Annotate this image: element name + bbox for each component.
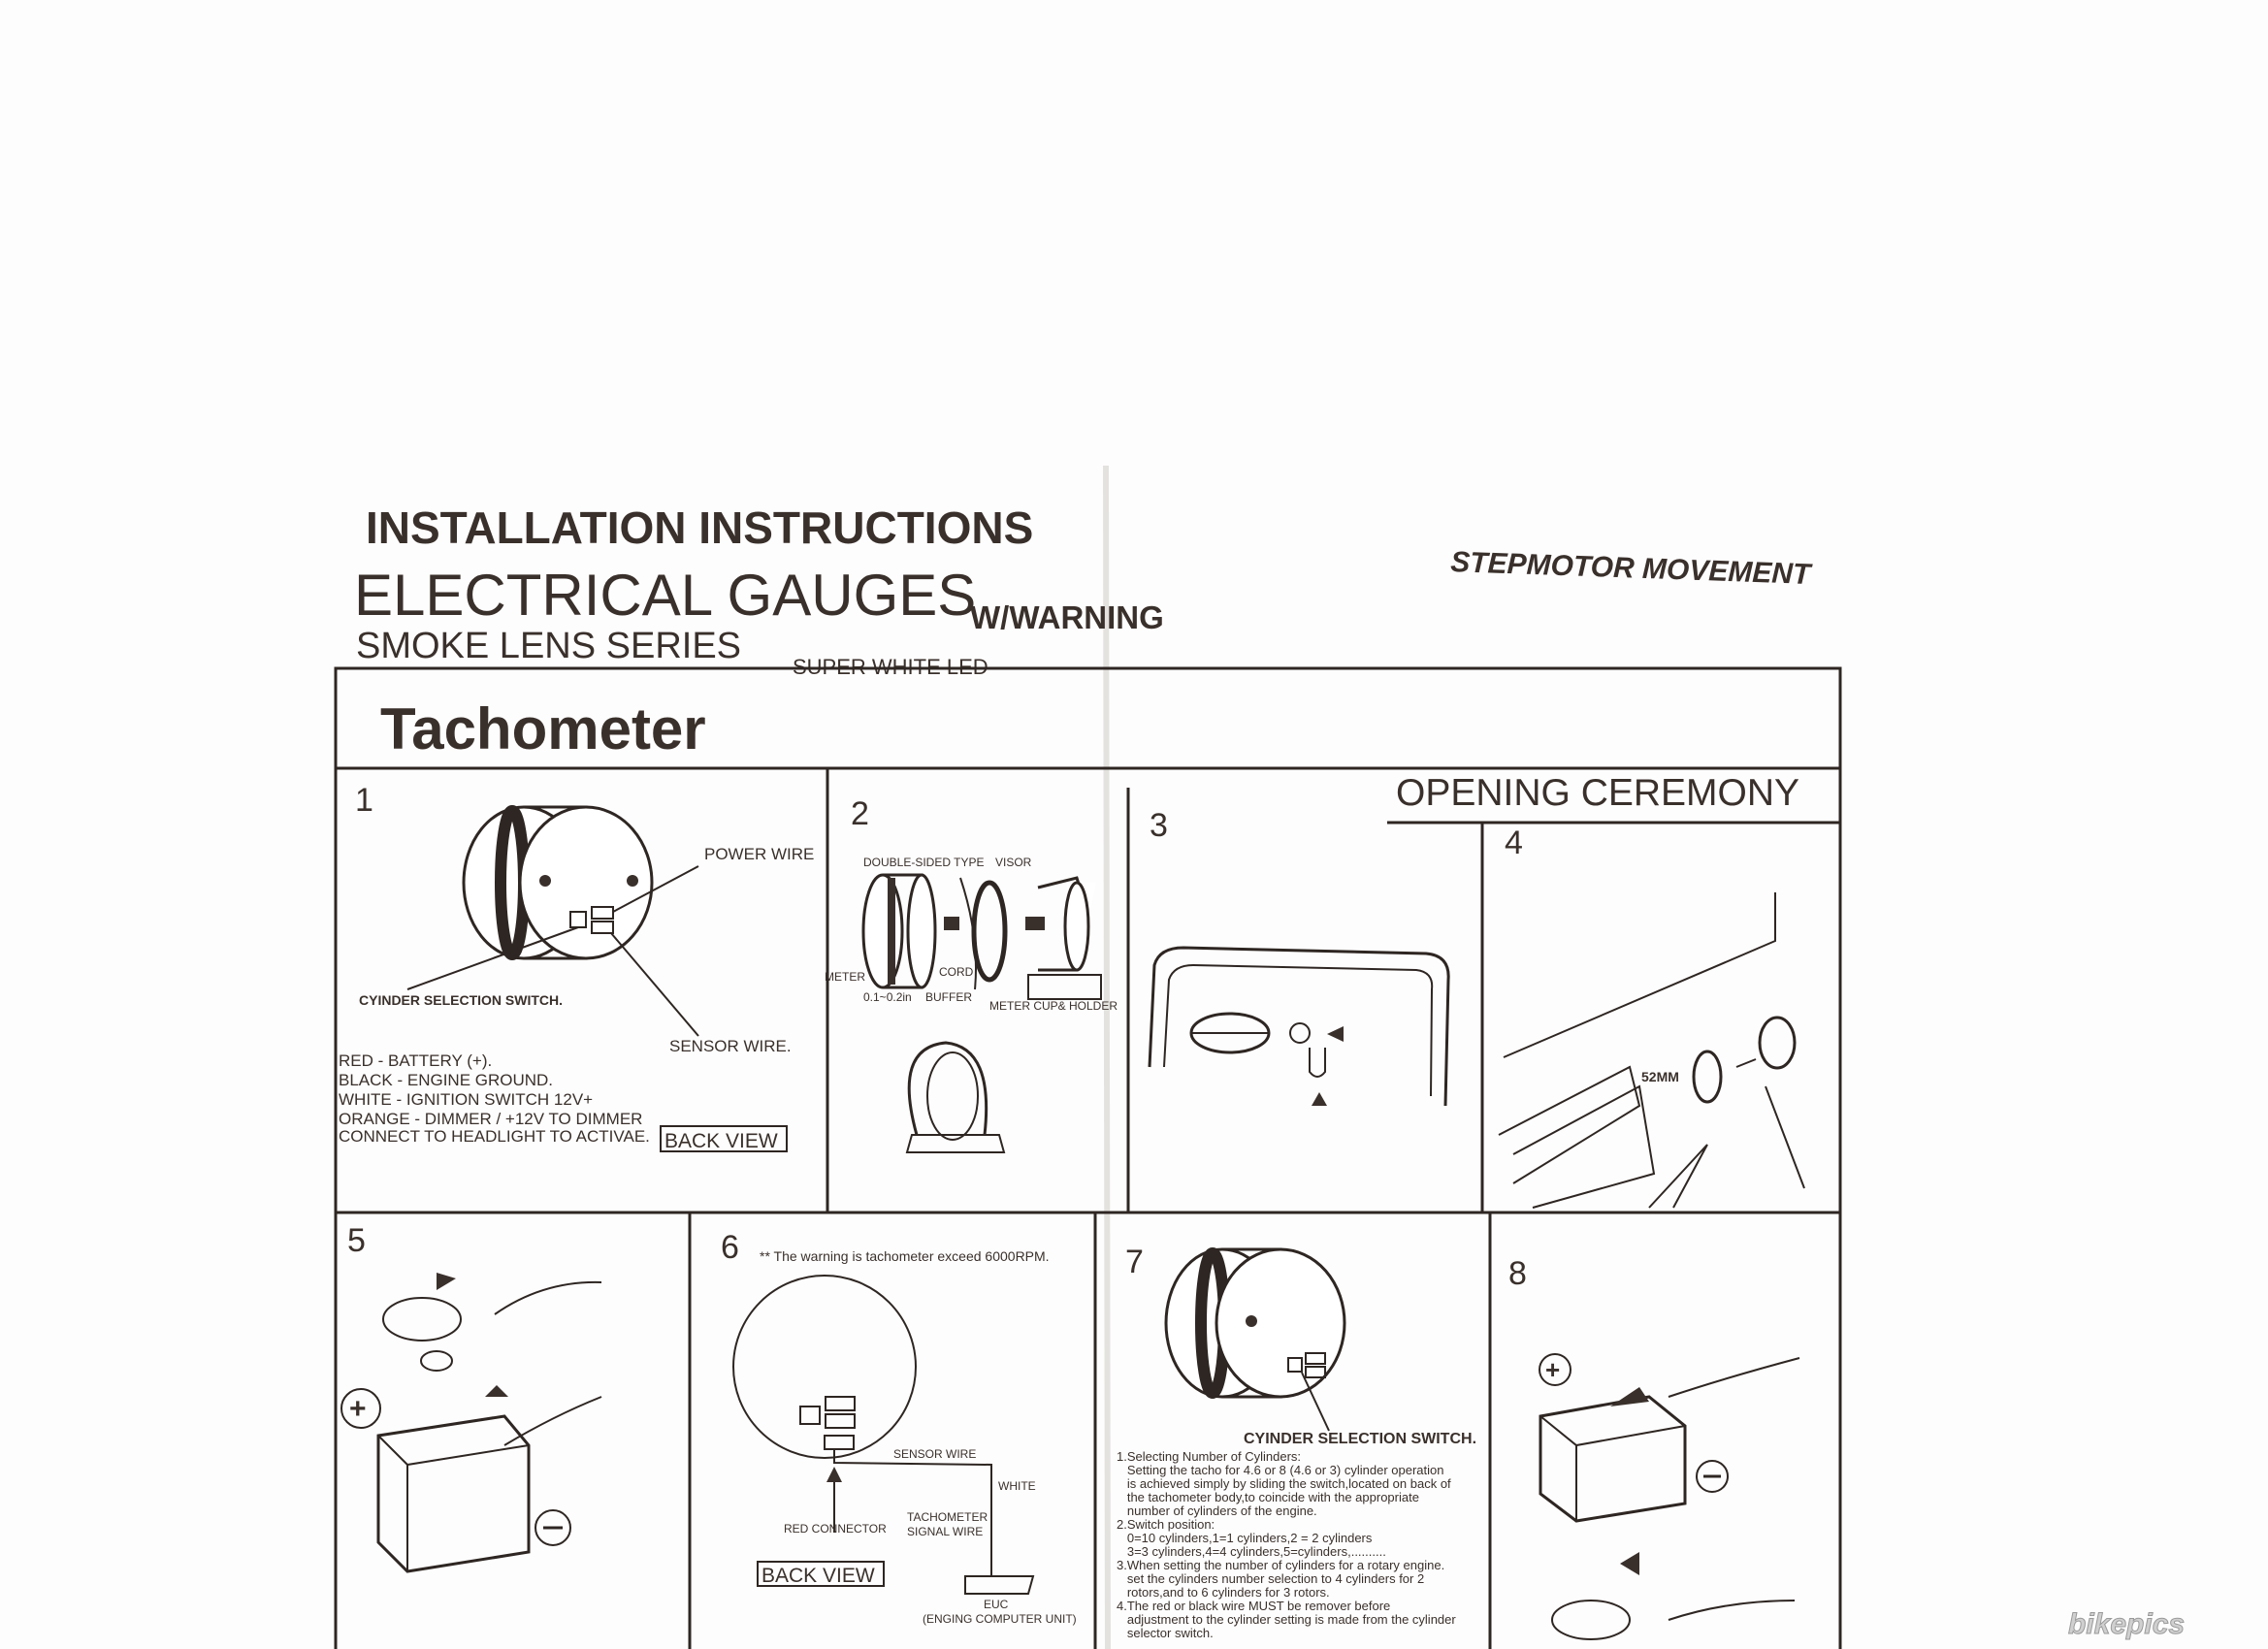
instruction-line: 3.When setting the number of cylinders f…	[1117, 1558, 1444, 1572]
instruction-line: 2.Switch position:	[1117, 1517, 1215, 1532]
instruction-line: 4.The red or black wire MUST be remover …	[1117, 1599, 1390, 1613]
step-number: 2	[851, 795, 869, 832]
label-tach-signal-1: TACHOMETER	[907, 1510, 988, 1524]
label-back-view: BACK VIEW	[761, 1565, 875, 1587]
header-installation: INSTALLATION INSTRUCTIONS	[366, 502, 1033, 553]
label-52mm: 52MM	[1641, 1069, 1679, 1084]
step-number: 1	[355, 782, 373, 819]
label-cup-holder: METER CUP& HOLDER	[989, 999, 1118, 1013]
label-tach-signal-2: SIGNAL WIRE	[907, 1525, 983, 1538]
label-sensor-wire: SENSOR WIRE.	[669, 1037, 792, 1055]
back-view-box	[757, 1561, 885, 1587]
instruction-line: number of cylinders of the engine.	[1117, 1504, 1317, 1518]
step-number: 3	[1150, 807, 1168, 844]
instruction-line: set the cylinders number selection to 4 …	[1117, 1571, 1424, 1586]
panel-3: 3	[1148, 807, 1450, 1107]
instruction-line: is achieved simply by sliding the switch…	[1117, 1476, 1451, 1491]
step-number: 7	[1125, 1244, 1144, 1280]
step-number: 5	[347, 1222, 366, 1259]
panel-7: 7 CYINDER SELECTION SWITCH. 1.Selecting …	[1117, 1244, 1476, 1640]
wire-orange: ORANGE - DIMMER / +12V TO DIMMER	[339, 1110, 642, 1128]
label-sensor-wire: SENSOR WIRE	[893, 1447, 976, 1461]
back-view-box	[660, 1125, 788, 1152]
panel-4: 4 52MM	[1498, 824, 1805, 1209]
gauge-back-illustration	[462, 805, 654, 960]
paper-fold	[1103, 465, 1111, 1649]
instruction-line: 3=3 cylinders,4=4 cylinders,5=cylinders,…	[1117, 1544, 1386, 1559]
wire-white: WHITE - IGNITION SWITCH 12V+	[339, 1090, 593, 1109]
label-power-wire: POWER WIRE	[704, 845, 814, 863]
step-number: 6	[721, 1229, 739, 1266]
dashboard-illustration	[1148, 946, 1450, 1107]
wire-black: BLACK - ENGINE GROUND.	[339, 1071, 553, 1089]
cylinder-instructions: 1.Selecting Number of Cylinders: Setting…	[1117, 1449, 1456, 1640]
instruction-line: adjustment to the cylinder setting is ma…	[1117, 1612, 1456, 1627]
gauge-on-stand-illustration	[905, 1041, 1006, 1153]
battery-reconnect-illustration: +	[1539, 1353, 1800, 1640]
label-gap: 0.1~0.2in	[863, 990, 912, 1004]
warning-note: ** The warning is tachometer exceed 6000…	[760, 1248, 1050, 1264]
header-smoke-lens: SMOKE LENS SERIES	[356, 626, 741, 666]
label-back-view: BACK VIEW	[664, 1130, 778, 1152]
instruction-line: 1.Selecting Number of Cylinders:	[1117, 1449, 1301, 1464]
watermark-logo: bikepics	[2068, 1608, 2185, 1640]
label-buffer: BUFFER	[925, 990, 972, 1004]
label-visor: VISOR	[995, 856, 1032, 869]
instruction-line: the tachometer body,to coincide with the…	[1117, 1490, 1419, 1504]
header-warning: W/WARNING	[970, 599, 1164, 635]
plus-icon: +	[349, 1393, 367, 1425]
wire-red: RED - BATTERY (+).	[339, 1051, 492, 1070]
battery-disconnect-illustration: +	[340, 1273, 602, 1573]
gauge-wiring-illustration	[732, 1275, 1035, 1595]
header-electrical-gauges: ELECTRICAL GAUGES	[354, 563, 976, 628]
instruction-line: Setting the tacho for 4.6 or 8 (4.6 or 3…	[1117, 1463, 1443, 1477]
label-meter: METER	[825, 970, 865, 984]
label-white: WHITE	[998, 1479, 1036, 1493]
title-tachometer: Tachometer	[380, 696, 706, 761]
panel-8: 8 +	[1508, 1255, 1800, 1640]
plus-icon: +	[1545, 1355, 1560, 1384]
visor-assembly-illustration	[861, 873, 1102, 1000]
step-number: 4	[1505, 824, 1523, 861]
step-number: 8	[1508, 1255, 1527, 1292]
instruction-line: selector switch.	[1117, 1626, 1214, 1640]
panel-2: 2 DOUBLE-SIDED TYPE VISOR METER CORD 0.1…	[825, 795, 1118, 1153]
label-cord: CORD	[939, 965, 974, 979]
panel-6: 6 ** The warning is tachometer exceed 60…	[721, 1229, 1077, 1626]
gauge-back-illustration	[1164, 1247, 1346, 1432]
label-euc-full: (ENGING COMPUTER UNIT)	[923, 1612, 1077, 1626]
main-frame	[334, 666, 1842, 1649]
label-cylinder-switch: CYINDER SELECTION SWITCH.	[359, 992, 563, 1008]
label-euc: EUC	[984, 1598, 1009, 1611]
subtitle-opening-ceremony: OPENING CEREMONY	[1396, 772, 1799, 814]
label-double-sided: DOUBLE-SIDED TYPE	[863, 856, 984, 869]
panel-1: 1 POWER WIRE CYINDER SELECTION SWITCH. S…	[339, 782, 814, 1152]
instruction-line: 0=10 cylinders,1=1 cylinders,2 = 2 cylin…	[1117, 1531, 1373, 1545]
dash-mounting-illustration	[1498, 892, 1805, 1209]
label-red-connector: RED CONNECTOR	[784, 1522, 887, 1536]
panel-5: 5 +	[340, 1222, 602, 1573]
label-cylinder-switch: CYINDER SELECTION SWITCH.	[1244, 1431, 1476, 1447]
wire-headlight: CONNECT TO HEADLIGHT TO ACTIVAE.	[339, 1127, 650, 1146]
instruction-line: rotors,and to 6 cylinders for 3 rotors.	[1117, 1585, 1330, 1600]
